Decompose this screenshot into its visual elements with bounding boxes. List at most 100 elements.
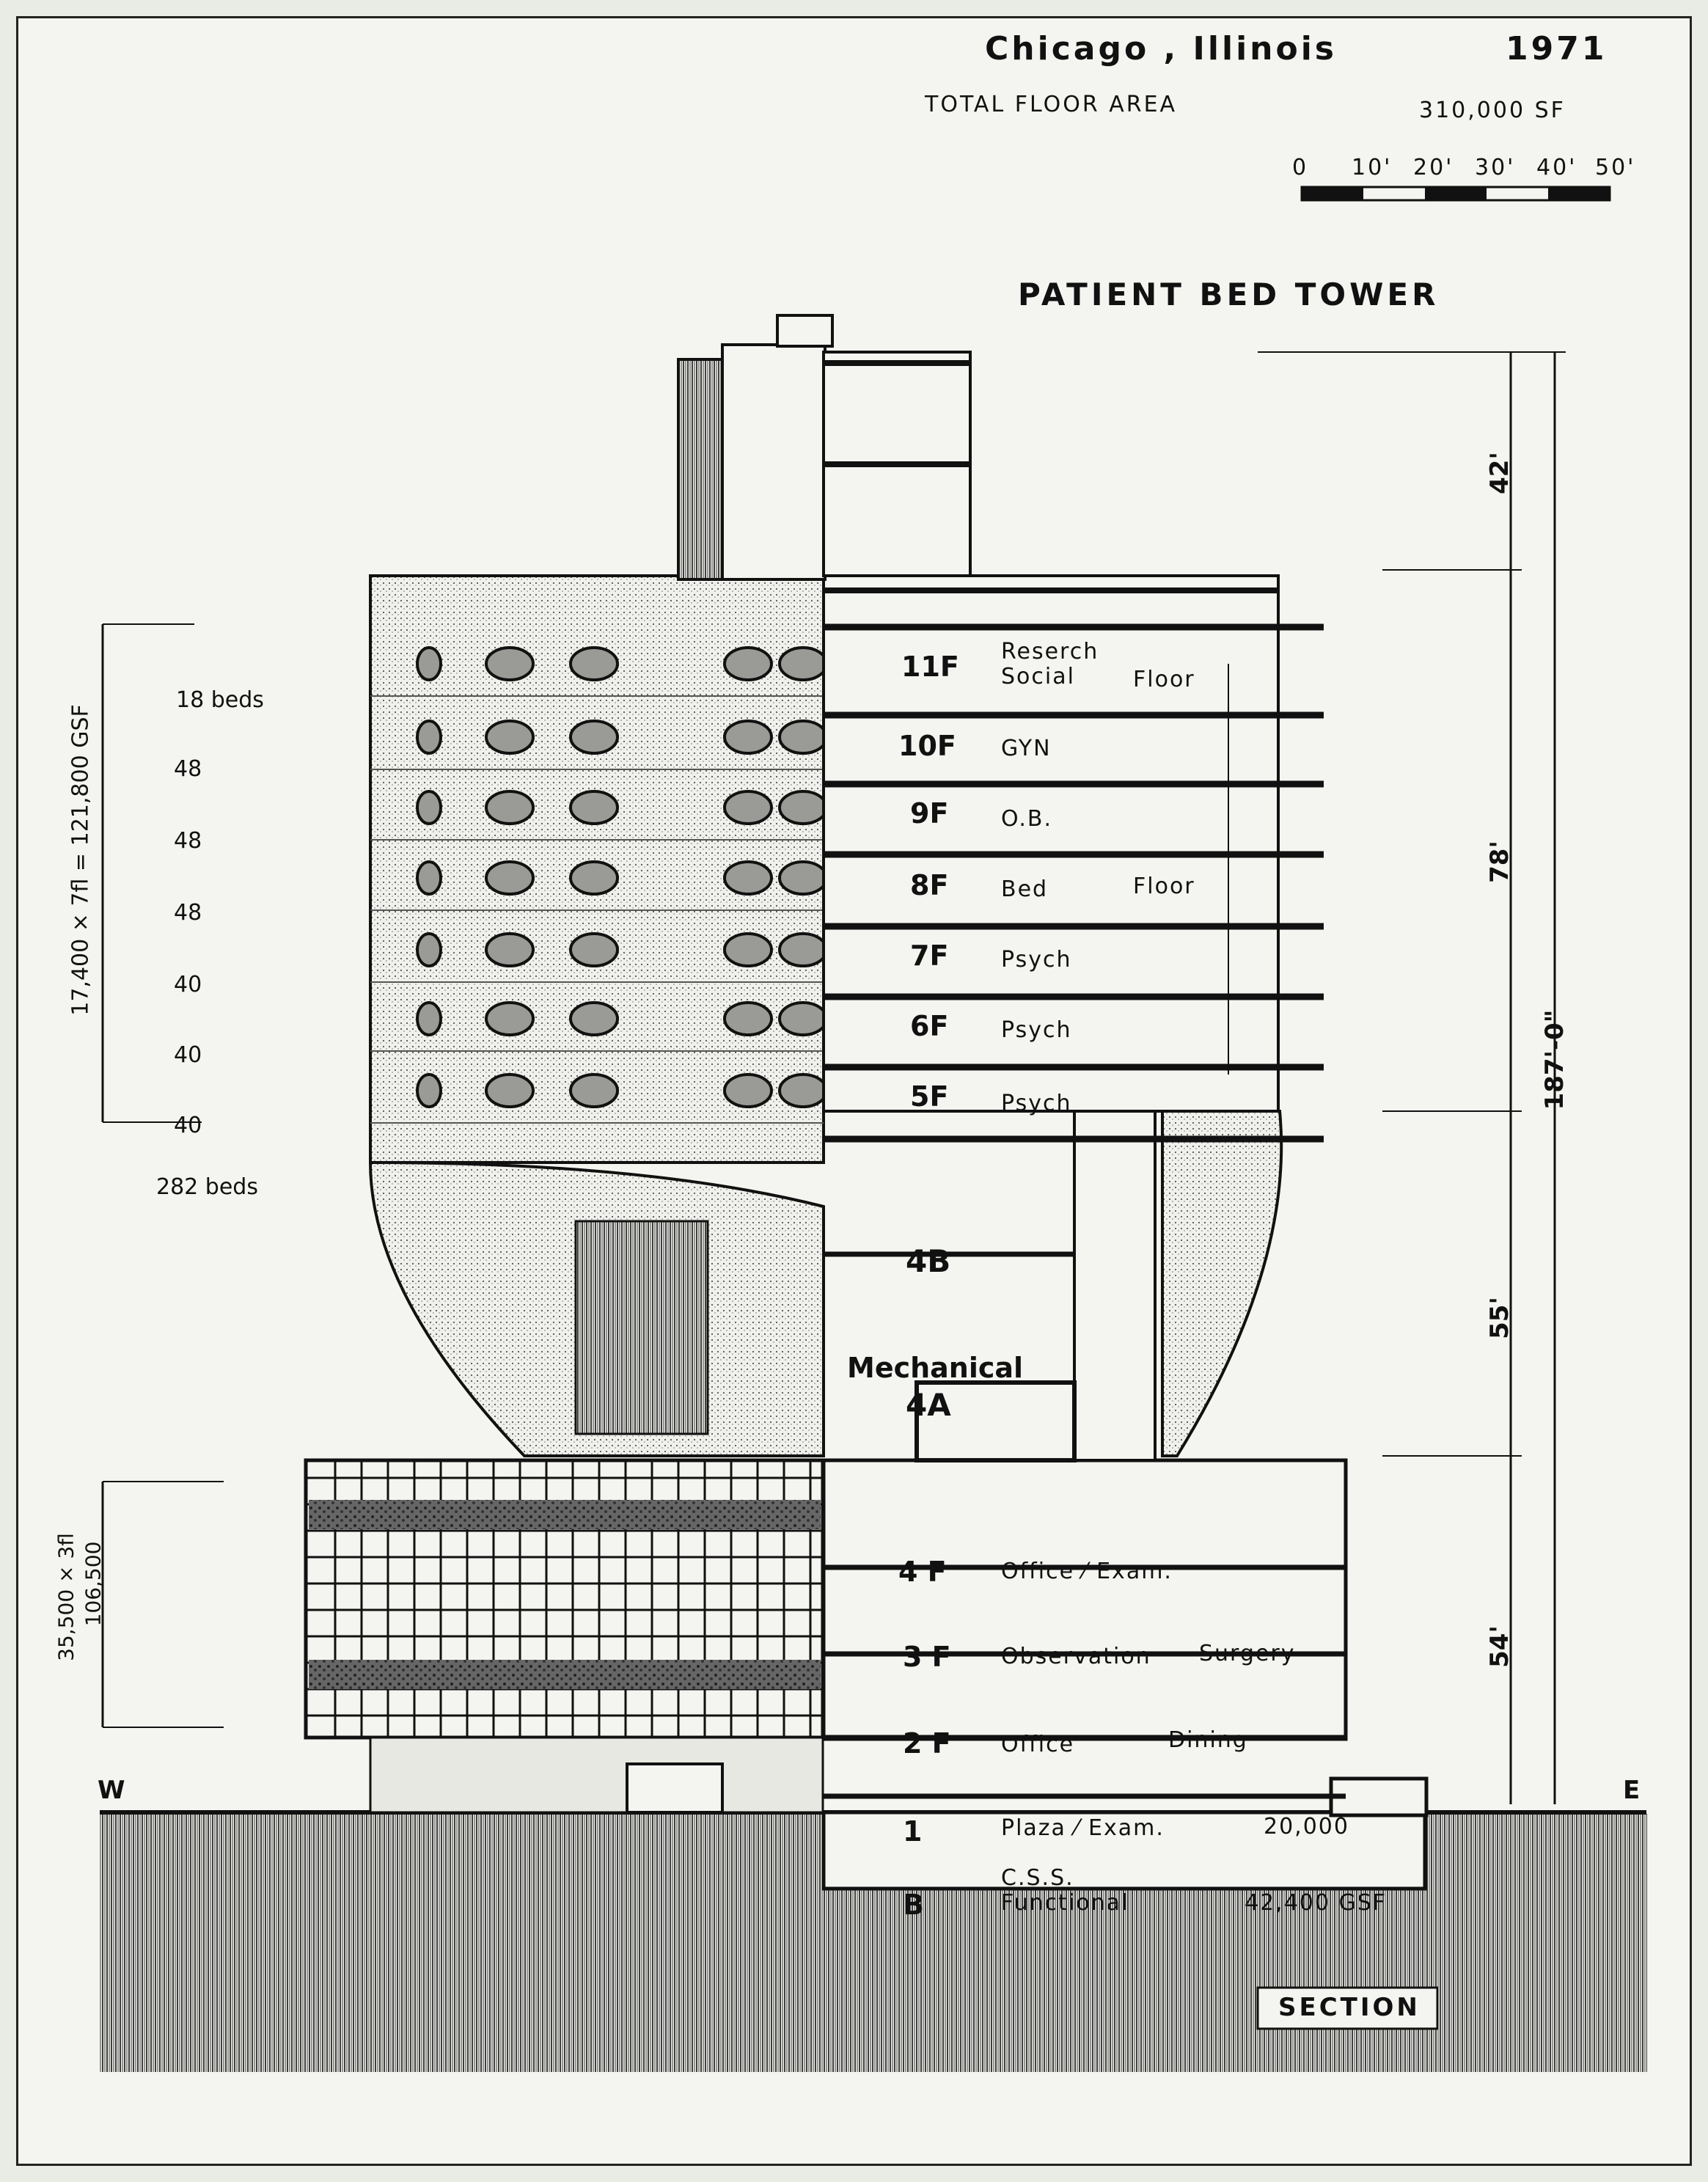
porthole-window xyxy=(569,860,619,896)
porthole-window xyxy=(723,860,773,896)
floor-1-extra: 20,000 xyxy=(1264,1814,1349,1839)
porthole-window xyxy=(569,1073,619,1108)
base-total-label: 106,500 xyxy=(81,1541,106,1627)
base-formula-label: 35,500 × 3fl xyxy=(54,1533,78,1661)
floor-11f: 11F xyxy=(901,651,959,683)
mechanical-grille xyxy=(574,1220,709,1435)
mechanical-label: Mechanical xyxy=(847,1352,1024,1384)
floor-4b: 4B xyxy=(906,1243,951,1279)
basement xyxy=(821,1810,1427,1891)
porthole-window xyxy=(485,932,535,967)
porthole-window xyxy=(778,1001,828,1036)
scale-tick-40: 40' xyxy=(1536,155,1577,180)
floor-4a: 4A xyxy=(906,1387,951,1423)
beds-8f: 48 xyxy=(174,900,202,926)
porthole-window xyxy=(723,1073,773,1108)
section-label: SECTION xyxy=(1278,1993,1421,2022)
floor-9f: 9F xyxy=(910,797,949,830)
base-band-upper xyxy=(309,1500,821,1529)
floor-4f-use: Office ⁄ Exam. xyxy=(1001,1559,1173,1584)
floor-1-use: Plaza ⁄ Exam. xyxy=(1001,1815,1165,1841)
area-value: 310,000 SF xyxy=(1419,98,1566,123)
beds-total: 282 beds xyxy=(156,1174,258,1200)
floor-7f: 7F xyxy=(910,940,949,972)
beds-5f: 40 xyxy=(174,1113,202,1138)
porthole-window xyxy=(485,646,535,681)
location-label: Chicago , Illinois xyxy=(985,30,1337,67)
height-base: 54' xyxy=(1485,1625,1514,1668)
floor-1: 1 xyxy=(903,1815,923,1848)
porthole-window xyxy=(416,860,442,896)
floor-11f-use-1: Reserch xyxy=(1001,639,1099,665)
porthole-window xyxy=(416,646,442,681)
porthole-window xyxy=(485,720,535,755)
floor-b-use-1: C.S.S. xyxy=(1001,1865,1074,1891)
porthole-window xyxy=(416,1073,442,1108)
roof-cap xyxy=(776,314,834,348)
compass-west: W xyxy=(98,1776,125,1805)
section-drawing xyxy=(100,186,1647,2072)
porthole-window xyxy=(569,932,619,967)
roof-core xyxy=(721,343,826,581)
height-mechanical: 55' xyxy=(1485,1297,1514,1339)
beds-9f: 48 xyxy=(174,828,202,854)
floor-3f-use: Observation xyxy=(1001,1644,1151,1669)
porthole-window xyxy=(778,932,828,967)
floor-b-extra: 42,400 GSF xyxy=(1245,1890,1388,1916)
beds-6f: 40 xyxy=(174,1042,202,1068)
scale-tick-0: 0 xyxy=(1292,155,1309,180)
porthole-windows xyxy=(370,646,828,1124)
floor-11f-extra: Floor xyxy=(1133,667,1195,692)
core-shaft xyxy=(1073,1110,1157,1462)
porthole-window xyxy=(569,646,619,681)
scale-tick-10: 10' xyxy=(1352,155,1393,180)
floor-2f: 2 F xyxy=(903,1727,951,1760)
ramp-notch xyxy=(1329,1776,1429,1817)
porthole-window xyxy=(485,1073,535,1108)
floor-11f-use-2: Social xyxy=(1001,664,1075,689)
porthole-window xyxy=(723,790,773,825)
porthole-window xyxy=(778,1073,828,1108)
height-top: 42' xyxy=(1485,452,1514,494)
area-label: TOTAL FLOOR AREA xyxy=(925,92,1178,117)
porthole-window xyxy=(416,1001,442,1036)
porthole-window xyxy=(778,860,828,896)
porthole-window xyxy=(723,1001,773,1036)
section-tag xyxy=(1256,1986,1439,2030)
porthole-window xyxy=(416,932,442,967)
floor-4f: 4 F xyxy=(898,1556,947,1588)
floor-5f: 5F xyxy=(910,1080,949,1113)
beds-7f: 40 xyxy=(174,972,202,997)
floor-2f-use: Office xyxy=(1001,1732,1075,1757)
floor-b-use-2: Functional xyxy=(1001,1890,1129,1916)
tower-section xyxy=(822,574,1280,1113)
floor-5f-use: Psych xyxy=(1001,1091,1072,1116)
floor-b: B xyxy=(903,1889,924,1921)
porthole-window xyxy=(485,860,535,896)
porthole-window xyxy=(416,720,442,755)
floor-3f: 3 F xyxy=(903,1641,951,1673)
year-label: 1971 xyxy=(1506,30,1608,67)
mechanical-shell-right xyxy=(1161,1110,1283,1457)
floor-7f-use: Psych xyxy=(1001,947,1072,973)
porthole-window xyxy=(569,1001,619,1036)
floor-9f-use: O.B. xyxy=(1001,806,1053,832)
scale-tick-20: 20' xyxy=(1413,155,1454,180)
floor-6f-use: Psych xyxy=(1001,1017,1072,1043)
mech-step xyxy=(915,1380,1077,1462)
drawing-sheet: Chicago , Illinois 1971 TOTAL FLOOR AREA… xyxy=(16,16,1692,2166)
porthole-window xyxy=(778,646,828,681)
beds-10f: 48 xyxy=(174,756,202,782)
porthole-window xyxy=(416,790,442,825)
height-tower: 78' xyxy=(1485,841,1514,883)
base-band-lower xyxy=(309,1660,821,1689)
porthole-window xyxy=(723,646,773,681)
porthole-window xyxy=(485,790,535,825)
floor-8f-use: Bed xyxy=(1001,876,1049,902)
beds-11f: 18 beds xyxy=(176,687,264,713)
height-overall: 187'-0" xyxy=(1540,1009,1569,1110)
compass-east: E xyxy=(1623,1776,1641,1805)
tower-title: PATIENT BED TOWER xyxy=(1018,277,1440,312)
porthole-window xyxy=(778,790,828,825)
floor-10f: 10F xyxy=(898,730,956,762)
